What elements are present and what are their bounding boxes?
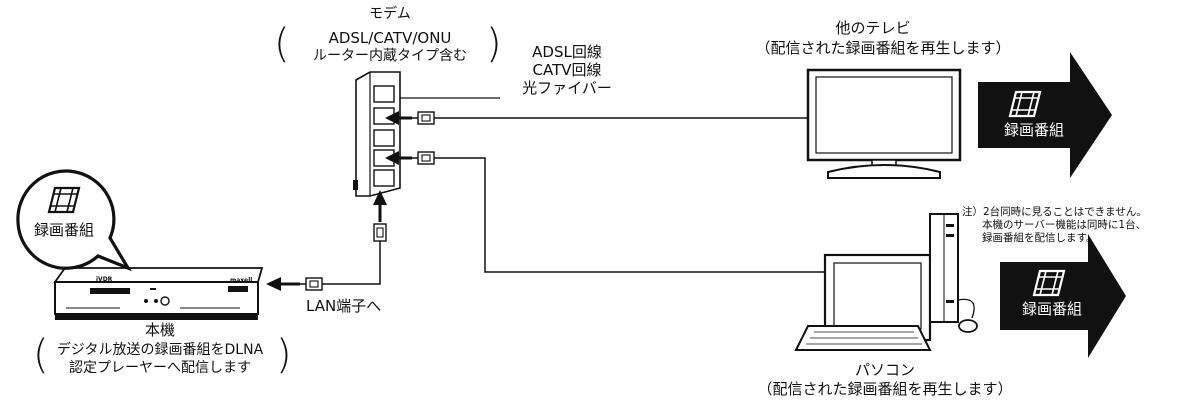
modem-title: モデム: [369, 6, 411, 22]
bracket: ): [486, 21, 502, 67]
bracket: (: [274, 21, 290, 67]
speech-bubble: [16, 169, 132, 272]
pc-illustration: [794, 213, 978, 351]
recorder-illustration: [53, 267, 264, 320]
lan-plug-icon: [417, 111, 435, 125]
modem-line1: ADSL/CATV/ONU: [328, 29, 452, 47]
arrow-to-modem-tv: [385, 111, 412, 125]
lan-plug-icon: [417, 151, 435, 165]
lan-plug-icon: [305, 277, 323, 291]
note-line1: 注）2台同時に見ることはできません。: [962, 206, 1147, 218]
arrow-icon: [1000, 234, 1126, 358]
line-catv: CATV回線: [532, 61, 602, 79]
arrow-to-modem-pc: [385, 151, 412, 165]
recorder-line1: デジタル放送の録画番組をDLNA: [56, 342, 264, 358]
brand-right: maxell: [230, 277, 253, 284]
bracket: ): [276, 332, 292, 378]
recorder-line2: 認定プレーヤーへ配信します: [69, 360, 251, 376]
lan-port-label: LAN端子へ: [306, 297, 382, 315]
line-fiber: 光ファイバー: [522, 79, 612, 97]
arrow-up-to-modem: [373, 190, 387, 222]
cable-pc: [408, 157, 825, 273]
arrow-label-pc: 録画番組: [1021, 300, 1082, 318]
arrow-label-tv: 録画番組: [1003, 121, 1064, 139]
cable-recorder: [300, 235, 381, 285]
recorder-title: 本機: [144, 321, 175, 339]
tv-illustration: [806, 68, 962, 179]
note-line3: 録画番組を配信します。: [982, 232, 1097, 244]
arrow-to-recorder: [266, 277, 300, 291]
tv-title: 他のテレビ: [835, 19, 911, 37]
pc-subtitle: （配信された録画番組を再生します）: [757, 380, 1013, 398]
modem-router: [353, 71, 401, 197]
modem-line2: ルーター内蔵タイプ含む: [313, 48, 467, 64]
pc-title: パソコン: [854, 361, 915, 379]
tv-subtitle: （配信された録画番組を再生します）: [755, 39, 1011, 57]
note-line2: 本機のサーバー機能は同時に1台、: [982, 219, 1147, 231]
line-adsl: ADSL回線: [532, 43, 602, 61]
bubble-label: 録画番組: [33, 221, 94, 239]
lan-plug-icon: [373, 223, 387, 242]
arrow-icon: [978, 52, 1112, 178]
brand-left: iVDR: [96, 276, 113, 283]
bracket: (: [33, 332, 49, 378]
